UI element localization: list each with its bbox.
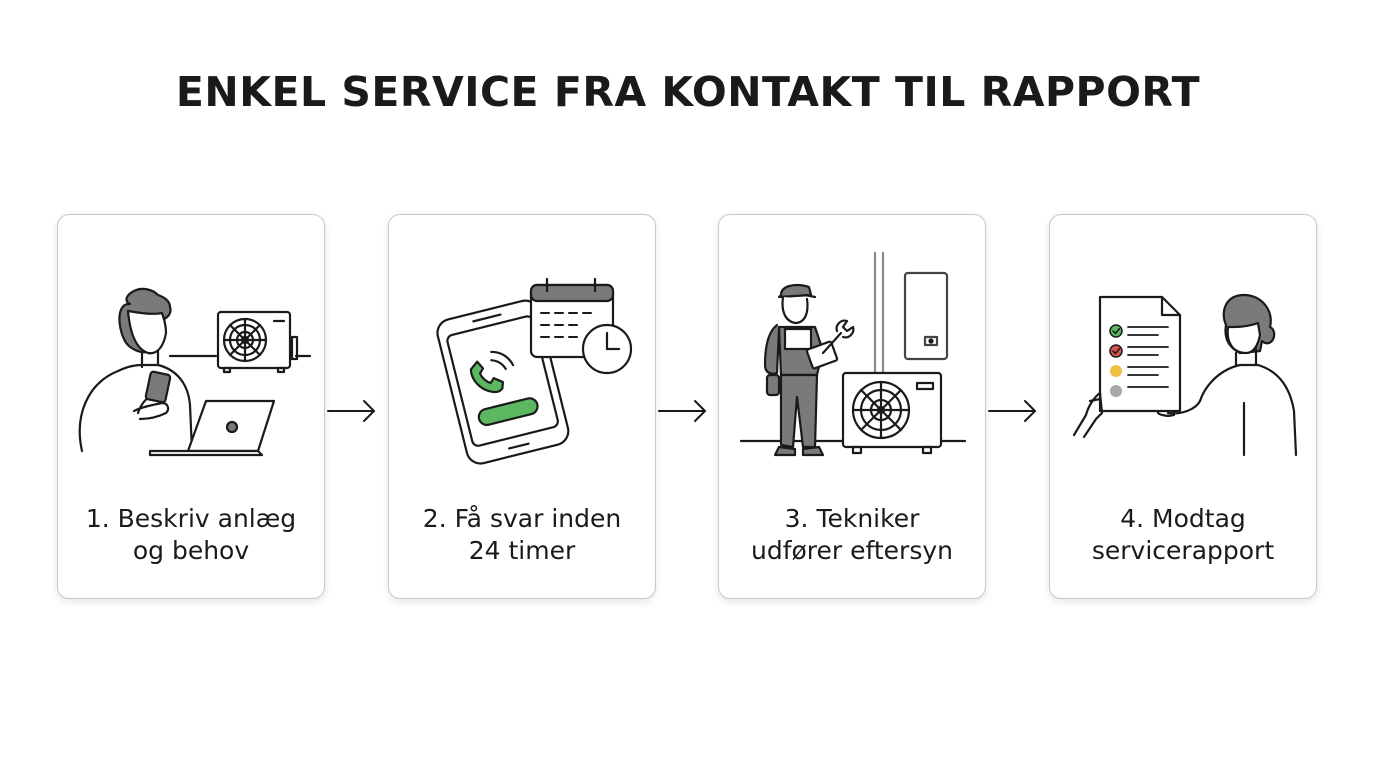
step-label-2: 2. Få svar inden 24 timer (389, 503, 655, 567)
phone-calendar-clock-icon (436, 277, 633, 465)
step-card-1: 1. Beskriv anlæg og behov (57, 214, 325, 599)
step-label-1: 1. Beskriv anlæg og behov (58, 503, 324, 567)
step-label-3-line1: 3. Tekniker (784, 504, 920, 533)
step-label-4-line1: 4. Modtag (1120, 504, 1246, 533)
person-laptop-heatpump-icon (78, 287, 312, 457)
step-label-3-line2: udfører eftersyn (750, 536, 953, 565)
step-label-3: 3. Tekniker udfører eftersyn (719, 503, 985, 567)
step-label-4: 4. Modtag servicerapport (1050, 503, 1316, 567)
step-card-2: 2. Få svar inden 24 timer (388, 214, 656, 599)
step-card-3: 3. Tekniker udfører eftersyn (718, 214, 986, 599)
arrow-right-icon (327, 400, 375, 422)
person-report-icon (1072, 293, 1298, 457)
step-label-2-line1: 2. Få svar inden (422, 504, 622, 533)
technician-heatpump-icon (739, 251, 967, 457)
arrow-right-icon (988, 400, 1036, 422)
arrow-right-icon (658, 400, 706, 422)
step-card-4: 4. Modtag servicerapport (1049, 214, 1317, 599)
step-label-1-line1: 1. Beskriv anlæg (85, 504, 297, 533)
step-label-4-line2: servicerapport (1091, 536, 1275, 565)
page-title: ENKEL SERVICE FRA KONTAKT TIL RAPPORT (175, 68, 1201, 116)
step-label-1-line2: og behov (132, 536, 250, 565)
step-label-2-line2: 24 timer (468, 536, 576, 565)
